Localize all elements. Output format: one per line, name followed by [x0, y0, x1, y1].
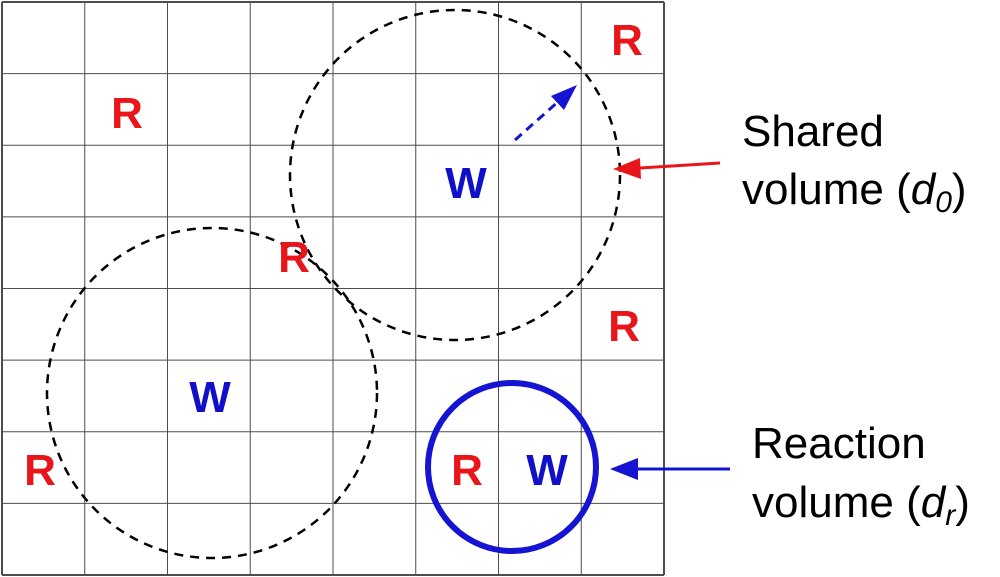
reaction-volume-circle [425, 380, 599, 554]
particle-r: R [451, 446, 483, 495]
particle-r: R [608, 302, 640, 351]
particle-w: W [189, 373, 231, 422]
particle-r: R [611, 16, 643, 65]
grid [1, 1, 665, 576]
particle-w: W [445, 159, 487, 208]
radius-arrow [514, 85, 577, 142]
reaction-volume-arrowhead [610, 458, 638, 480]
particle-w: W [526, 446, 568, 495]
shared-volume-circle-lower [45, 226, 379, 560]
shared-volume-arrowhead [613, 158, 641, 179]
shared-volume-label-line1: Shared [742, 107, 884, 156]
reaction-volume-annotation: Reaction volume (dr) [610, 419, 970, 532]
shared-volume-label-line2: volume (d0) [742, 165, 967, 219]
particle-r: R [111, 89, 143, 138]
r-particles: R R R R R R [24, 16, 643, 495]
shared-volume-circle-upper [288, 8, 622, 342]
shared-volume-arrow [639, 161, 721, 170]
particle-r: R [278, 233, 310, 282]
reaction-volume-label-line1: Reaction [752, 419, 926, 468]
reaction-volume-label-line2: volume (dr) [752, 478, 970, 532]
shared-volume-annotation: Shared volume (d0) [613, 107, 967, 219]
w-particles: W W W [189, 159, 568, 495]
particle-r: R [24, 446, 56, 495]
